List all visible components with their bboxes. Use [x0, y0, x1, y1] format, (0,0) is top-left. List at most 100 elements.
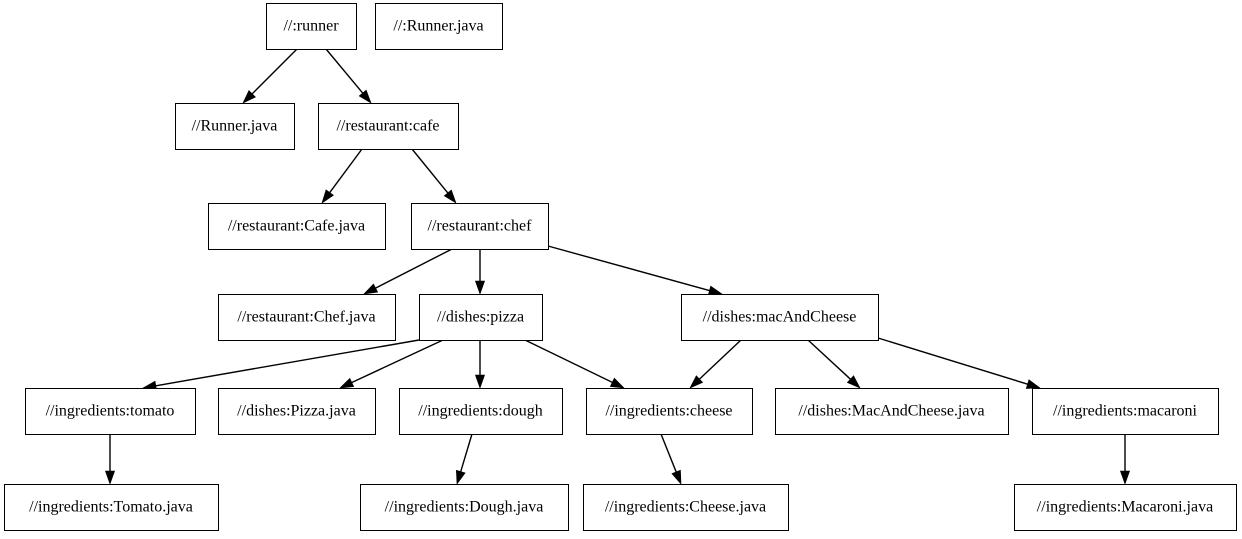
graph-edge	[689, 339, 742, 389]
graph-edge	[242, 48, 298, 104]
graph-node-ingredients-macaroni-java[interactable]: //ingredients:Macaroni.java	[1013, 483, 1238, 532]
node-box[interactable]	[24, 387, 197, 436]
graph-edge	[142, 339, 420, 391]
node-box[interactable]	[3, 483, 220, 532]
graph-node-ingredients-tomato[interactable]: //ingredients:tomato	[24, 387, 197, 436]
node-box[interactable]	[418, 293, 544, 342]
graph-edge	[1119, 434, 1131, 485]
node-label: //ingredients:dough	[418, 403, 542, 420]
graph-node-restaurant-chef-java[interactable]: //restaurant:Chef.java	[217, 293, 397, 342]
node-label: //ingredients:Cheese.java	[605, 499, 766, 516]
node-box[interactable]	[680, 293, 880, 342]
node-box[interactable]	[207, 202, 387, 251]
edge-arrowhead-icon	[846, 375, 861, 389]
edge-arrowhead-icon	[321, 189, 334, 204]
graph-node-ingredients-cheese[interactable]: //ingredients:cheese	[585, 387, 754, 436]
node-label: //dishes:macAndCheese	[703, 309, 857, 326]
node-box[interactable]	[217, 293, 397, 342]
edge-line	[325, 48, 364, 94]
graph-node-runner-java-root[interactable]: //:Runner.java	[374, 2, 504, 51]
graph-edge	[104, 434, 116, 485]
graph-node-ingredients-macaroni[interactable]: //ingredients:macaroni	[1031, 387, 1220, 436]
graph-node-ingredients-dough[interactable]: //ingredients:dough	[398, 387, 564, 436]
graph-node-dishes-macandcheese[interactable]: //dishes:macAndCheese	[680, 293, 880, 342]
node-label: //ingredients:tomato	[46, 403, 175, 420]
node-label: //ingredients:macaroni	[1053, 403, 1198, 420]
node-box[interactable]	[1013, 483, 1238, 532]
node-label: //Runner.java	[192, 118, 278, 135]
graph-node-dishes-pizza-java[interactable]: //dishes:Pizza.java	[217, 387, 377, 436]
edge-line	[351, 339, 444, 384]
edge-line	[460, 433, 473, 472]
node-label: //ingredients:Tomato.java	[29, 499, 193, 516]
edge-line	[251, 48, 298, 95]
edge-arrowhead-icon	[609, 377, 625, 389]
node-label: //dishes:pizza	[437, 309, 524, 326]
graph-edge	[456, 433, 473, 485]
edge-line	[524, 339, 613, 383]
edge-arrowhead-icon	[474, 374, 486, 389]
node-box[interactable]	[217, 387, 377, 436]
node-label: //ingredients:cheese	[605, 403, 732, 420]
graph-node-restaurant-cafe[interactable]: //restaurant:cafe	[317, 102, 460, 151]
node-box[interactable]	[398, 387, 564, 436]
graph-edge	[339, 339, 444, 389]
graph-edge	[660, 433, 682, 485]
node-box[interactable]	[317, 102, 460, 151]
node-label: //restaurant:Cafe.java	[228, 218, 365, 235]
graph-node-dishes-pizza[interactable]: //dishes:pizza	[418, 293, 544, 342]
graph-node-dishes-macandcheese-java[interactable]: //dishes:MacAndCheese.java	[774, 387, 1010, 436]
node-label: //dishes:Pizza.java	[237, 403, 356, 420]
node-label: //restaurant:chef	[428, 218, 533, 235]
graph-node-restaurant-chef[interactable]: //restaurant:chef	[410, 202, 550, 251]
edge-line	[411, 148, 449, 194]
edge-arrowhead-icon	[1025, 379, 1041, 389]
graph-edge	[807, 339, 861, 389]
graph-node-runner[interactable]: //:runner	[265, 2, 358, 51]
edge-line	[375, 248, 453, 289]
graph-edge	[325, 48, 372, 104]
node-box[interactable]	[410, 202, 550, 251]
graph-edge	[524, 339, 625, 389]
edge-line	[155, 339, 420, 387]
graph-node-ingredients-tomato-java[interactable]: //ingredients:Tomato.java	[3, 483, 220, 532]
node-layer: //:runner //:Runner.java //Runner.java //re…	[3, 2, 1238, 532]
node-box[interactable]	[374, 2, 504, 51]
edge-line	[877, 337, 1028, 385]
node-box[interactable]	[774, 387, 1010, 436]
edge-arrowhead-icon	[104, 470, 116, 485]
graph-node-ingredients-cheese-java[interactable]: //ingredients:Cheese.java	[582, 483, 790, 532]
edge-arrowhead-icon	[242, 90, 256, 104]
graph-edge	[363, 248, 453, 295]
graph-edge	[411, 148, 457, 204]
graph-edge	[474, 249, 486, 295]
node-box[interactable]	[359, 483, 570, 532]
graph-edge	[547, 245, 723, 296]
graph-node-restaurant-cafe-java[interactable]: //restaurant:Cafe.java	[207, 202, 387, 251]
edge-arrowhead-icon	[689, 375, 704, 389]
edge-line	[660, 433, 677, 473]
node-label: //restaurant:Chef.java	[237, 309, 375, 326]
edge-arrowhead-icon	[474, 280, 486, 295]
edge-arrowhead-icon	[339, 377, 355, 389]
edge-line	[698, 339, 742, 380]
node-box[interactable]	[1031, 387, 1220, 436]
node-box[interactable]	[174, 102, 296, 151]
node-label: //:runner	[283, 18, 339, 35]
node-label: //ingredients:Dough.java	[385, 499, 544, 516]
edge-layer	[104, 48, 1131, 485]
node-box[interactable]	[585, 387, 754, 436]
graph-edge	[321, 148, 363, 204]
node-box[interactable]	[582, 483, 790, 532]
graph-node-runner-java[interactable]: //Runner.java	[174, 102, 296, 151]
node-label: //dishes:MacAndCheese.java	[798, 403, 984, 420]
node-box[interactable]	[265, 2, 358, 51]
edge-line	[807, 339, 851, 380]
graph-edge	[877, 337, 1041, 389]
edge-arrowhead-icon	[443, 189, 457, 204]
node-label: //:Runner.java	[393, 18, 483, 35]
graph-node-ingredients-dough-java[interactable]: //ingredients:Dough.java	[359, 483, 570, 532]
graph-edge	[474, 340, 486, 389]
